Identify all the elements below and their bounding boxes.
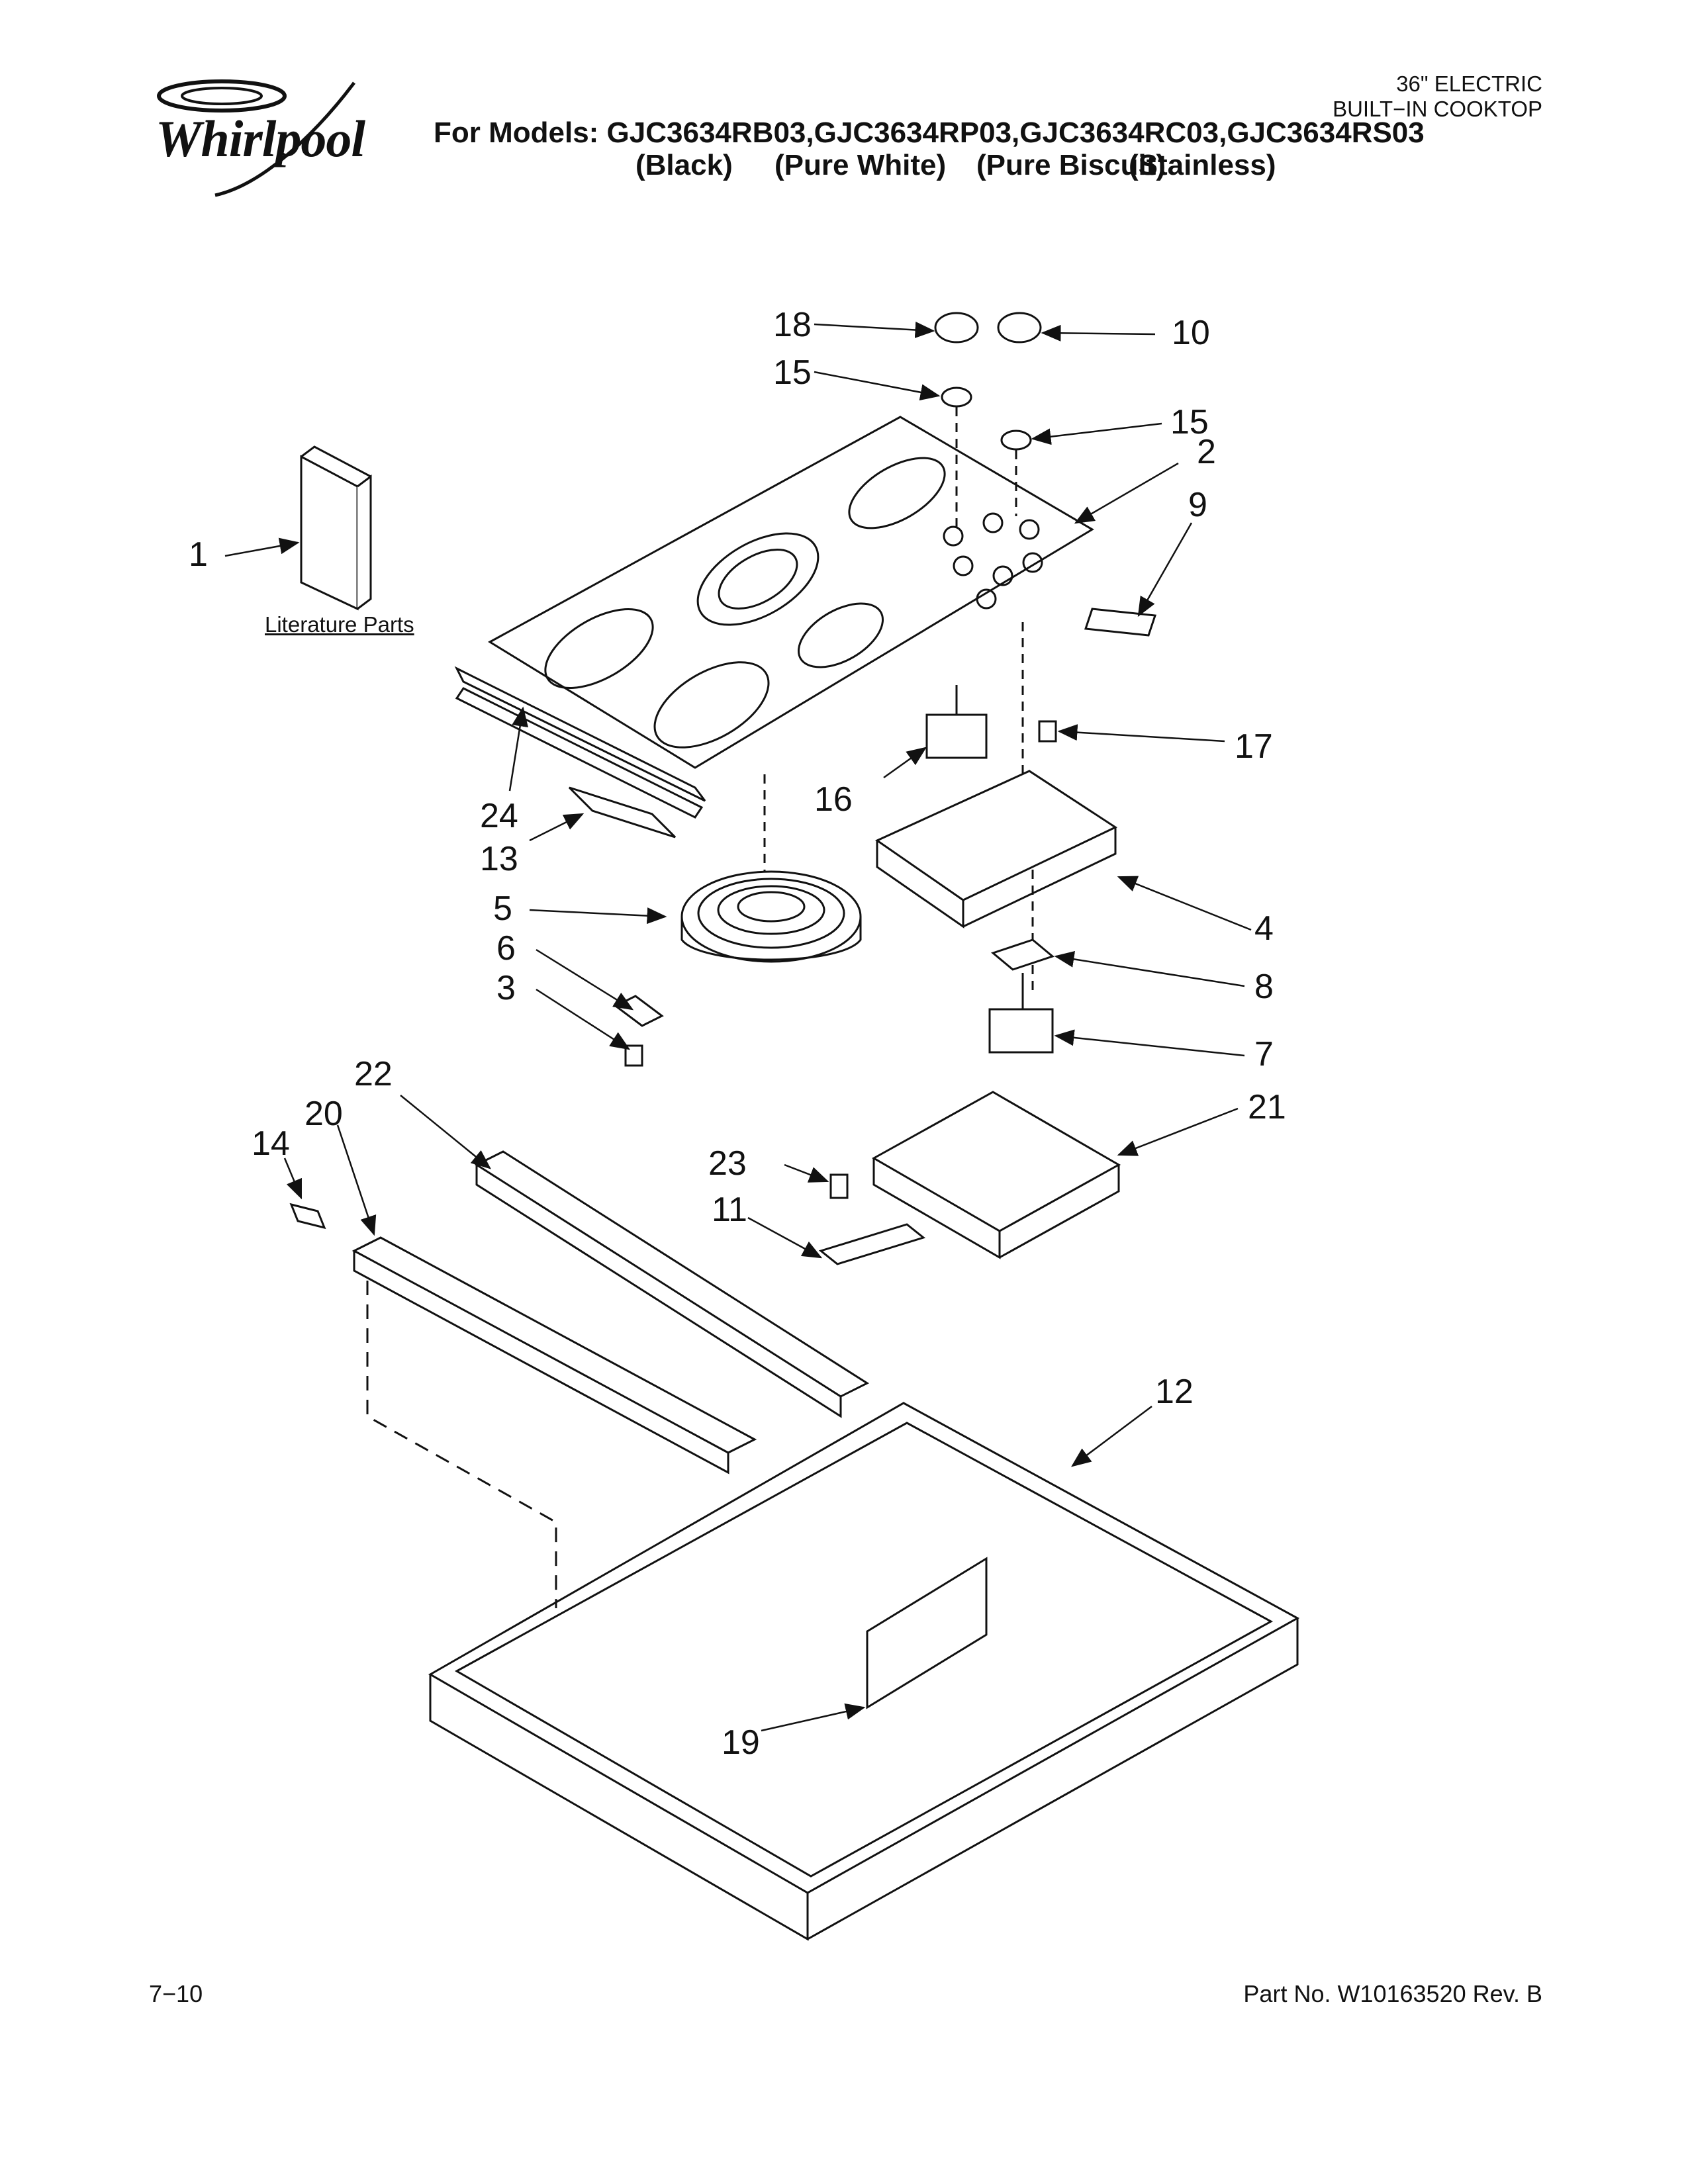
category-line-2: BUILT−IN COOKTOP	[1333, 96, 1542, 121]
rail-20	[352, 1236, 757, 1475]
literature-parts-label: Literature Parts	[265, 612, 414, 637]
product-category: 36" ELECTRIC BUILT−IN COOKTOP	[1333, 71, 1542, 122]
label-strip-9	[1084, 608, 1157, 637]
callout-22: 22	[354, 1055, 393, 1093]
infinite-switch-7	[988, 973, 1054, 1054]
screw-23	[829, 1173, 849, 1199]
screw-14	[289, 1203, 326, 1230]
callout-23: 23	[708, 1144, 747, 1183]
callout-20: 20	[305, 1095, 343, 1133]
knob-10	[997, 312, 1042, 343]
glass-cooktop	[454, 416, 1094, 802]
callout-16: 16	[814, 780, 853, 819]
callout-7: 7	[1254, 1035, 1274, 1073]
callout-18: 18	[773, 306, 812, 344]
strip-13	[568, 786, 677, 839]
callout-11: 11	[712, 1191, 747, 1229]
rail-22	[474, 1150, 870, 1418]
clip-6	[614, 995, 664, 1027]
callout-21: 21	[1248, 1088, 1286, 1126]
callout-13: 13	[480, 840, 518, 878]
callout-14: 14	[252, 1124, 290, 1163]
callout-15a: 15	[773, 353, 812, 392]
callout-24: 24	[480, 797, 518, 835]
color-pure-white: (Pure White)	[774, 149, 947, 181]
category-line-1: 36" ELECTRIC	[1396, 71, 1542, 96]
bracket-21	[871, 1091, 1121, 1259]
color-pure-biscuit: (Pure Biscuit)	[976, 149, 1166, 181]
knob-18	[934, 312, 979, 343]
callout-2: 2	[1197, 433, 1216, 471]
literature-book	[300, 445, 372, 611]
callout-5: 5	[493, 889, 512, 928]
callout-10: 10	[1172, 314, 1210, 352]
whirlpool-swirl-icon	[157, 79, 355, 197]
callout-1: 1	[189, 535, 208, 574]
color-stainless: (Stainless)	[1129, 149, 1276, 181]
whirlpool-logo: Whirlpool	[136, 69, 414, 202]
callout-9: 9	[1188, 486, 1207, 524]
part-number: Part No. W10163520 Rev. B	[1243, 1980, 1542, 2007]
screw-17	[1038, 720, 1057, 743]
callout-6: 6	[496, 929, 516, 968]
spacer-15a	[941, 387, 972, 408]
plate-8	[990, 938, 1055, 971]
models-line: For Models: GJC3634RB03,GJC3634RP03,GJC3…	[434, 116, 1425, 149]
callout-4: 4	[1254, 909, 1274, 948]
bracket-11	[818, 1223, 926, 1265]
radiant-element-5	[680, 870, 862, 963]
bracket-19	[866, 1557, 988, 1709]
callout-17: 17	[1235, 727, 1273, 766]
control-bracket-4	[874, 770, 1118, 929]
screw-3	[624, 1044, 643, 1067]
callout-15b: 15	[1170, 403, 1209, 441]
color-black: (Black)	[635, 149, 733, 181]
callout-19: 19	[722, 1723, 760, 1762]
callout-12: 12	[1155, 1373, 1194, 1411]
base-pan-12	[428, 1402, 1300, 1941]
brand-name: Whirlpool	[156, 110, 365, 167]
spacer-15b	[1000, 430, 1032, 451]
callout-8: 8	[1254, 968, 1274, 1006]
page-number: 7−10	[149, 1980, 203, 2007]
callout-3: 3	[496, 969, 516, 1007]
infinite-switch-16	[925, 685, 988, 759]
